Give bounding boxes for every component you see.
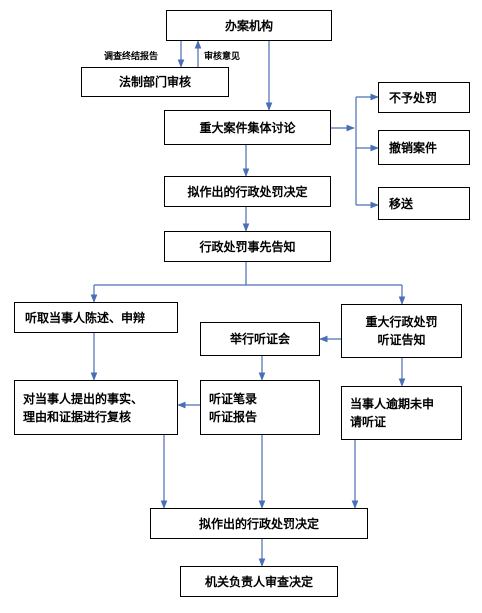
node-hearing-notice-line-1: 重大行政处罚	[365, 315, 438, 329]
node-hearing-notice: 重大行政处罚 听证告知	[341, 304, 462, 358]
node-handling-dept-text: 办案机构	[224, 18, 273, 33]
node-hearing-records-line-1: 听证笔录	[209, 391, 258, 406]
node-collective-discussion: 重大案件集体讨论	[164, 110, 331, 145]
node-overdue-line-2: 请听证	[350, 415, 387, 429]
node-cancel-case-text: 撤销案件	[389, 140, 438, 155]
node-hear-statement: 听取当事人陈述、申辩	[14, 302, 178, 333]
node-handling-dept: 办案机构	[166, 10, 332, 41]
node-hold-hearing: 举行听证会	[200, 322, 320, 356]
node-overdue-no-request: 当事人逾期未申 请听证	[341, 386, 462, 440]
node-no-penalty-text: 不予处罚	[389, 90, 438, 105]
node-hold-hearing-text: 举行听证会	[229, 332, 290, 346]
node-head-review: 机关负责人审查决定	[180, 566, 338, 597]
node-transfer: 移送	[378, 187, 470, 220]
node-review-facts-line-2: 理由和证据进行复核	[23, 409, 132, 424]
node-draft-decision-2-text: 拟作出的行政处罚决定	[198, 516, 319, 531]
node-head-review-text: 机关负责人审查决定	[204, 574, 313, 589]
node-draft-decision-2: 拟作出的行政处罚决定	[150, 508, 368, 539]
node-draft-decision-1: 拟作出的行政处罚决定	[164, 176, 331, 207]
node-legal-review: 法制部门审核	[81, 67, 229, 97]
node-hearing-records: 听证笔录 听证报告	[200, 380, 320, 435]
label-review-opinion: 审核意见	[204, 52, 241, 62]
node-transfer-text: 移送	[389, 196, 414, 211]
node-draft-decision-1-text: 拟作出的行政处罚决定	[187, 184, 308, 199]
node-collective-discussion-text: 重大案件集体讨论	[199, 120, 296, 135]
node-review-facts: 对当事人提出的事实、 理由和证据进行复核	[14, 380, 178, 435]
node-review-facts-line-1: 对当事人提出的事实、	[23, 391, 144, 406]
node-no-penalty: 不予处罚	[378, 82, 470, 113]
node-overdue-line-1: 当事人逾期未申	[350, 397, 435, 411]
label-investigation-report: 调查终结报告	[104, 52, 159, 62]
node-prior-notice: 行政处罚事先告知	[164, 231, 331, 262]
node-prior-notice-text: 行政处罚事先告知	[199, 239, 296, 254]
node-cancel-case: 撤销案件	[378, 130, 470, 165]
node-hearing-notice-line-2: 听证告知	[377, 333, 426, 347]
node-hearing-records-line-2: 听证报告	[209, 409, 258, 424]
node-legal-review-text: 法制部门审核	[118, 75, 191, 89]
node-hear-statement-text: 听取当事人陈述、申辩	[25, 310, 146, 325]
